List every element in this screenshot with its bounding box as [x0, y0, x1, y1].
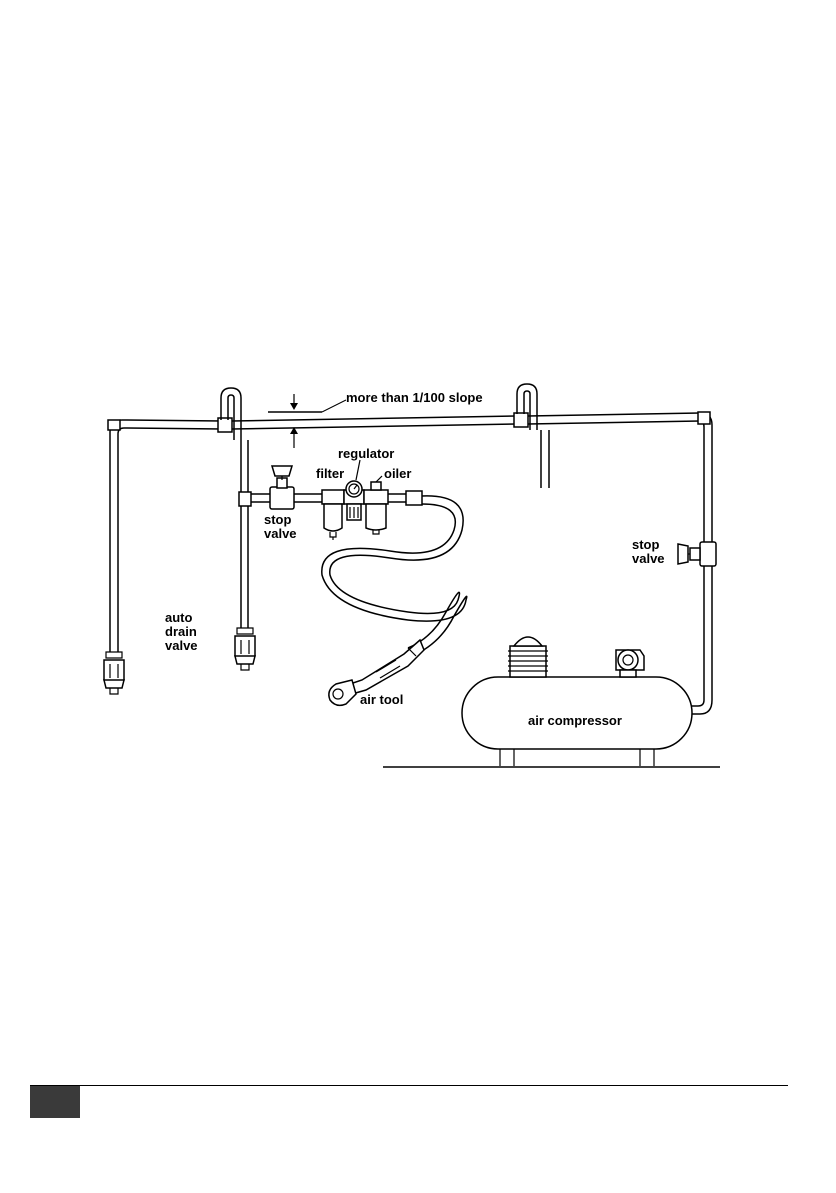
auto-drain-label-1: auto: [165, 610, 193, 625]
footer-rule: [30, 1085, 788, 1086]
drop-pipe-left: [239, 440, 251, 628]
elbow-fitting-right: [698, 412, 710, 424]
auto-drain-valve-center: [235, 628, 255, 670]
slope-indicator: [268, 394, 346, 448]
filter-unit: [322, 490, 344, 540]
slope-label: more than 1/100 slope: [346, 390, 483, 405]
regulator-unit: [344, 481, 364, 520]
hose-coupling: [388, 491, 422, 505]
tee-fitting-branch: [239, 492, 251, 506]
regulator-leader: [356, 460, 360, 480]
stop-valve-left-label-1: stop: [264, 512, 292, 527]
page-number-box: [30, 1086, 80, 1118]
air-compressor: [462, 637, 692, 766]
stop-valve-left-label-2: valve: [264, 526, 297, 541]
stop-valve-left[interactable]: [270, 466, 294, 509]
air-hose: [322, 496, 467, 656]
air-tool-label: air tool: [360, 692, 403, 707]
stop-valve-right[interactable]: [678, 542, 716, 566]
stop-valve-right-label-1: stop: [632, 537, 660, 552]
regulator-label: regulator: [338, 446, 394, 461]
stop-valve-right-label-2: valve: [632, 551, 665, 566]
elbow-fitting-left: [108, 420, 120, 430]
filter-label: filter: [316, 466, 344, 481]
air-compressor-label: air compressor: [528, 713, 622, 728]
oiler-unit: [364, 482, 388, 534]
tee-fitting-left: [218, 418, 232, 432]
auto-drain-label-2: drain: [165, 624, 197, 639]
tee-fitting-right: [514, 413, 528, 427]
auto-drain-valve-left: [104, 652, 124, 694]
oiler-leader: [376, 476, 382, 482]
oiler-label: oiler: [384, 466, 411, 481]
auto-drain-label-3: valve: [165, 638, 198, 653]
